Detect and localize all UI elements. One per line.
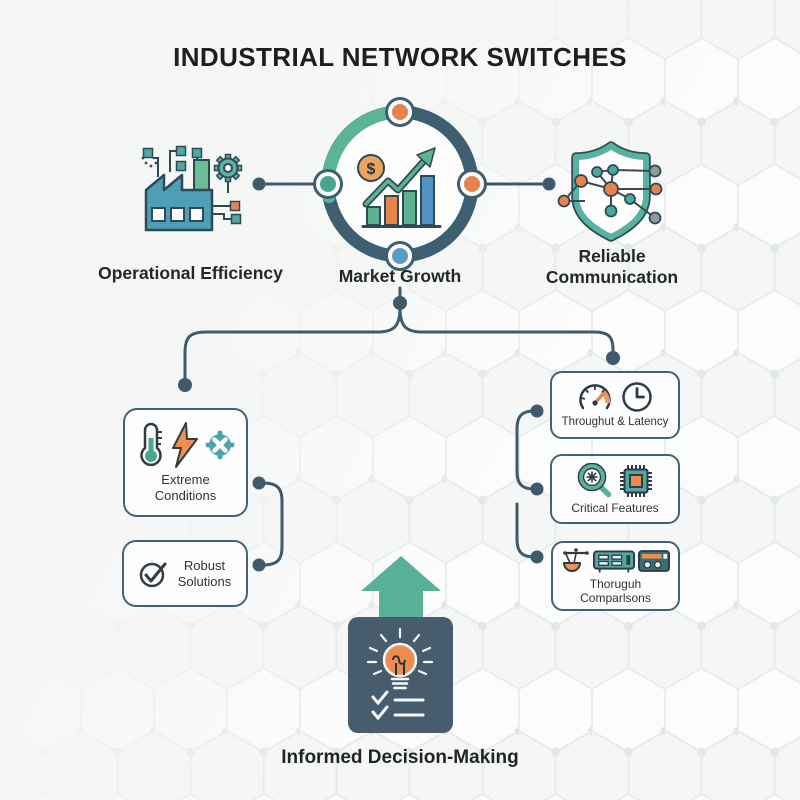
ring-node-top: [385, 97, 415, 127]
up-arrow-icon: [361, 556, 441, 622]
label-line: Robust: [183, 557, 226, 573]
throughput-latency-icons: [577, 381, 653, 413]
robust-solutions-card: Robust Solutions: [122, 540, 248, 607]
smart-factory-icon: [141, 145, 243, 232]
thermometer-icon: [139, 422, 162, 466]
right-pillar-label: Reliable Communication: [512, 246, 712, 288]
tree-branch-left: [183, 306, 402, 381]
network-nodes: [557, 164, 663, 225]
bracket-left: [257, 481, 284, 567]
growth-bar-chart-icon: $: [357, 147, 442, 228]
shield-network-icon: [557, 141, 663, 242]
dot-cluster: [141, 156, 158, 168]
extreme-conditions-card: Extreme Conditions: [123, 408, 248, 517]
extreme-conditions-icons: [137, 421, 235, 468]
magnifier-circuit-icon: [577, 462, 612, 498]
ring-node-left: [313, 169, 343, 199]
circuit-squares: [142, 145, 242, 225]
label-line: Conditions: [154, 487, 217, 503]
factory-windows: [151, 207, 204, 222]
label-line: Solutions: [177, 573, 232, 589]
balance-scale-icon: [562, 548, 589, 572]
bulb-filament: [392, 655, 406, 675]
dollar-coin-icon: [357, 154, 385, 182]
chip-icon: [620, 464, 652, 497]
label-line: Extreme: [161, 471, 210, 487]
market-growth-hub: $: [313, 97, 487, 271]
thorough-comparisons-card: Thoruguh Comparlsons: [551, 541, 680, 611]
tree-branch-right: [398, 306, 615, 354]
gear-icon: [213, 153, 243, 183]
bulb-base: [390, 677, 410, 690]
right-pillar-label-line1: Reliable: [578, 246, 646, 266]
throughput-latency-label: Throughut & Latency: [561, 415, 669, 428]
bulb-rays: [366, 627, 434, 676]
robust-solutions-label: Robust Solutions: [178, 558, 231, 590]
label-line: Comparlsons: [580, 591, 651, 605]
snowflake-icon: [205, 430, 234, 460]
trend-arrow-icon: [362, 147, 436, 208]
connector-dots: [178, 177, 620, 572]
extreme-conditions-label: Extreme Conditions: [155, 472, 216, 504]
thorough-comparisons-label: Thoruguh Comparlsons: [580, 577, 651, 605]
critical-features-label: Critical Features: [571, 500, 659, 515]
check-circle-icon: [139, 562, 167, 587]
right-pillar-label-line2: Communication: [545, 267, 679, 287]
speedometer-icon: [579, 384, 611, 410]
ring-node-right: [457, 169, 487, 199]
port-device-icon: [637, 550, 670, 572]
circuit-traces: [153, 150, 231, 220]
throughput-latency-card: Throughut & Latency: [550, 371, 680, 439]
clock-icon: [622, 382, 652, 412]
critical-features-icons: [577, 462, 653, 499]
informed-decision-card: [348, 617, 453, 733]
lightbulb-checklist-icon: [366, 627, 434, 721]
left-pillar-label: Operational Efficiency: [98, 263, 283, 283]
bracket-right-bottom: [515, 502, 539, 559]
outcome-label: Informed Decision-Making: [281, 747, 519, 768]
ring-nodes: [313, 97, 487, 271]
bracket-right-top: [515, 409, 539, 491]
dollar-symbol: $: [367, 161, 376, 178]
network-switch-icon: [592, 550, 635, 573]
critical-features-card: Critical Features: [550, 454, 680, 524]
page-title: INDUSTRIAL NETWORK SWITCHES: [173, 42, 627, 72]
hub-label: Market Growth: [338, 266, 462, 286]
lightning-bolt-icon: [171, 421, 198, 468]
comparison-icons: [562, 547, 670, 575]
ring-node-bottom: [385, 241, 415, 271]
label-line: Thoruguh: [589, 576, 642, 591]
checklist-icon: [371, 690, 425, 721]
